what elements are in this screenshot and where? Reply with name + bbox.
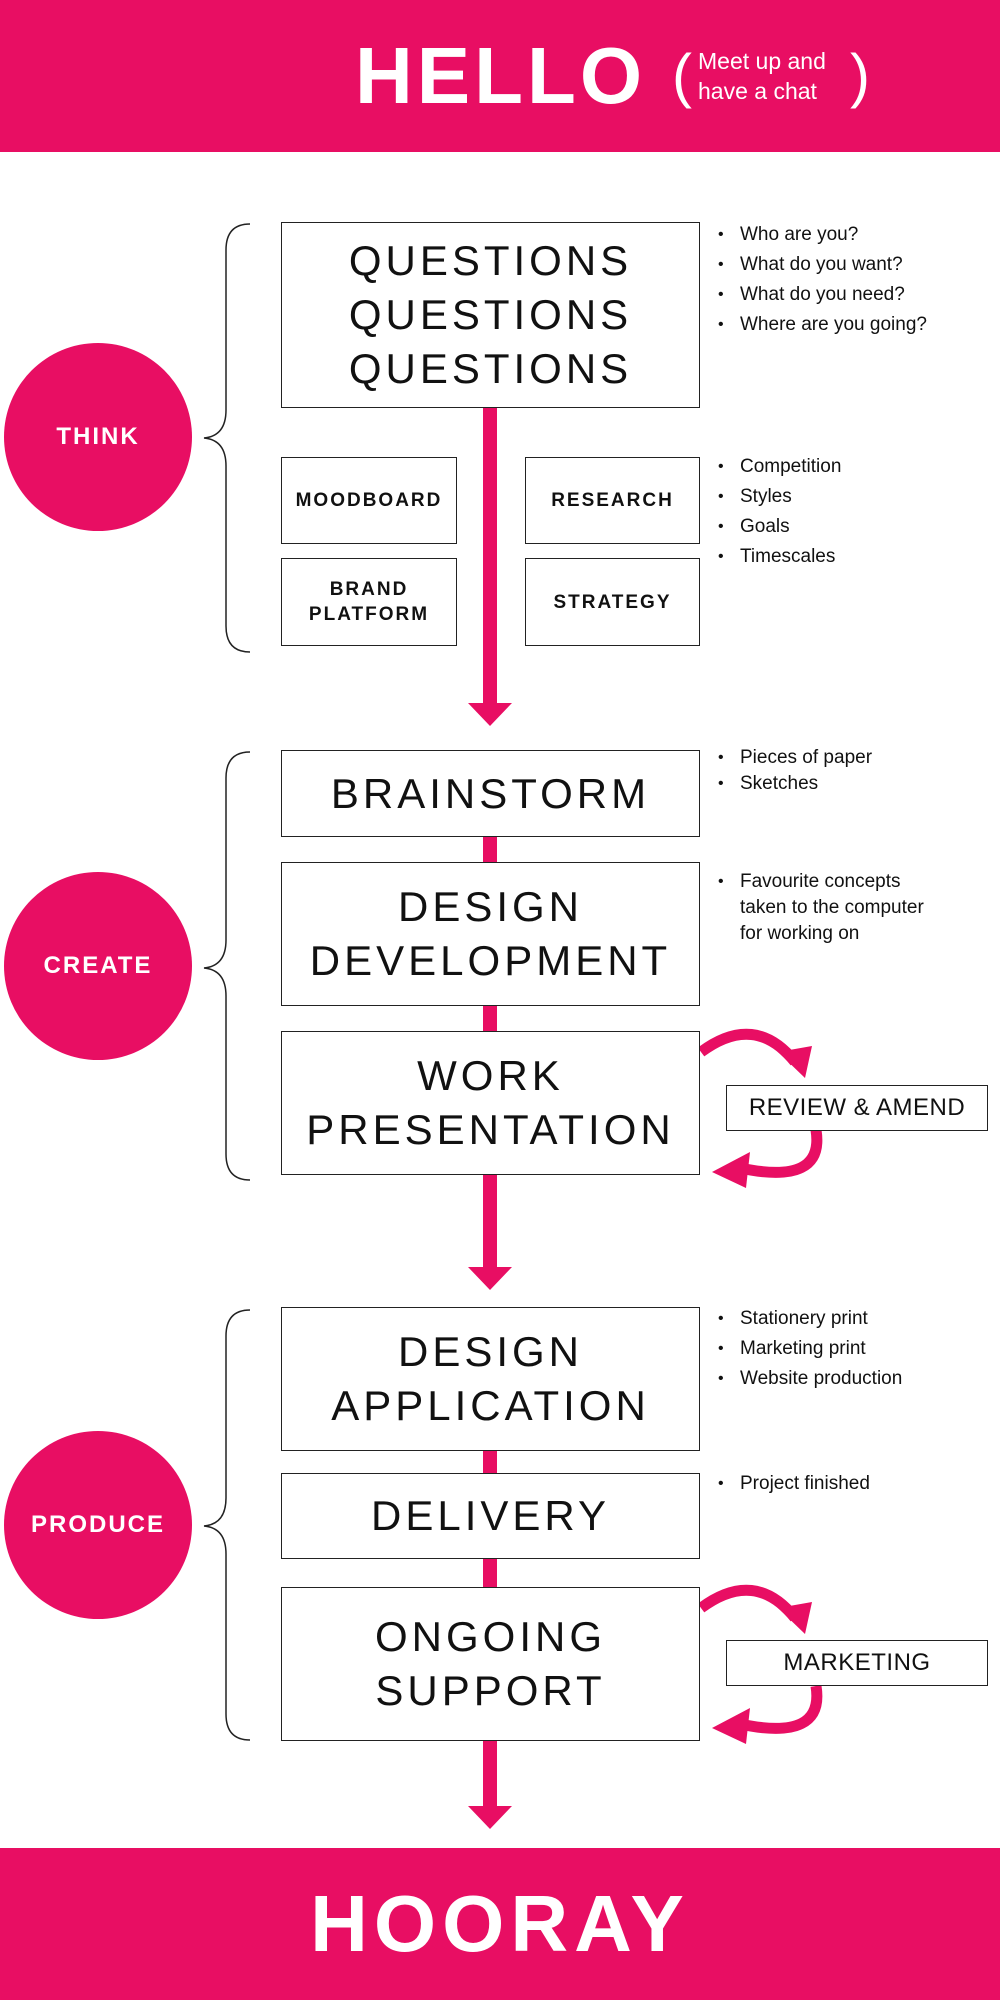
connector-application-delivery [483,1450,497,1474]
flow-arrow-create [468,1267,512,1290]
delivery-notes: Project finished [718,1469,870,1499]
review-loop-top-arc [697,1028,800,1066]
work-presentation-label: WORK PRESENTATION [306,1052,675,1153]
questions-box: QUESTIONS QUESTIONS QUESTIONS [281,222,700,408]
list-item: Stationery print [718,1304,902,1334]
moodboard-box: MOODBOARD [281,457,457,544]
list-item: Favourite concepts taken to the computer… [718,869,924,947]
footer-banner: HOORAY [0,1848,1000,2000]
phase-create: CREATE [4,872,192,1060]
marketing-box: MARKETING [726,1640,988,1686]
phase-produce: PRODUCE [4,1431,192,1619]
review-loop-bottom-head [712,1152,750,1188]
flow-arrow-think [468,703,512,726]
open-paren-icon: ( [672,42,692,109]
design-application-box: DESIGN APPLICATION [281,1307,700,1451]
strategy-box: STRATEGY [525,558,700,646]
work-presentation-box: WORK PRESENTATION [281,1031,700,1175]
delivery-box: DELIVERY [281,1473,700,1559]
questions-notes: Who are you? What do you want? What do y… [718,220,927,340]
brand-platform-box: BRAND PLATFORM [281,558,457,646]
brace-think [203,223,251,653]
brand-platform-label: BRAND PLATFORM [308,579,430,625]
list-item: Project finished [718,1469,870,1499]
list-item: What do you need? [718,280,927,310]
design-development-label: DESIGN DEVELOPMENT [309,883,672,984]
list-item: Competition [718,452,841,482]
marketing-loop-bottom-head [712,1708,750,1744]
research-label: RESEARCH [551,490,674,511]
moodboard-label: MOODBOARD [295,490,443,511]
footer-title: HOORAY [310,1879,690,1968]
design-development-notes: Favourite concepts taken to the computer… [718,869,924,947]
flow-arrow-produce [468,1806,512,1829]
marketing-loop-top-arc [697,1584,800,1622]
flow-line-produce [483,1740,497,1809]
connector-delivery-support [483,1558,497,1587]
list-item: Goals [718,512,841,542]
header-subtitle: Meet up and have a chat [698,46,826,106]
review-amend-label: REVIEW & AMEND [748,1094,966,1121]
brainstorm-notes: Pieces of paper Sketches [718,745,872,797]
design-development-box: DESIGN DEVELOPMENT [281,862,700,1006]
list-item: Where are you going? [718,310,927,340]
connector-development-presentation [483,1005,497,1032]
review-loop-bottom-arc [738,1129,823,1178]
phase-think: THINK [4,343,192,531]
brace-create [203,751,251,1181]
flow-line-think [483,406,497,706]
brainstorm-label: BRAINSTORM [330,769,651,817]
list-item: Who are you? [718,220,927,250]
strategy-label: STRATEGY [553,591,672,613]
delivery-label: DELIVERY [371,1492,610,1539]
list-item: What do you want? [718,250,927,280]
marketing-loop-bottom-arc [738,1685,823,1734]
flow-line-create [483,1174,497,1271]
research-notes: Competition Styles Goals Timescales [718,452,841,572]
design-application-notes: Stationery print Marketing print Website… [718,1304,902,1394]
connector-brainstorm-development [483,836,497,863]
marketing-label: MARKETING [783,1649,931,1676]
header-subtitle-line2: have a chat [698,78,817,104]
header-banner: HELLO ( Meet up and have a chat ) [0,0,1000,152]
list-item: Website production [718,1364,902,1394]
review-amend-box: REVIEW & AMEND [726,1085,988,1131]
list-item: Sketches [718,771,872,797]
design-application-label: DESIGN APPLICATION [331,1328,650,1429]
header-subtitle-line1: Meet up and [698,48,826,74]
review-loop-top-head [778,1046,812,1078]
research-box: RESEARCH [525,457,700,544]
brace-produce [203,1309,251,1741]
ongoing-support-box: ONGOING SUPPORT [281,1587,700,1741]
marketing-loop-top-head [778,1602,812,1634]
list-item: Marketing print [718,1334,902,1364]
close-paren-icon: ) [850,42,870,109]
brainstorm-box: BRAINSTORM [281,750,700,837]
questions-label: QUESTIONS QUESTIONS QUESTIONS [348,237,633,392]
list-item: Styles [718,482,841,512]
list-item: Pieces of paper [718,745,872,771]
header-title: HELLO [355,31,647,120]
ongoing-support-label: ONGOING SUPPORT [374,1613,606,1714]
list-item: Timescales [718,542,841,572]
